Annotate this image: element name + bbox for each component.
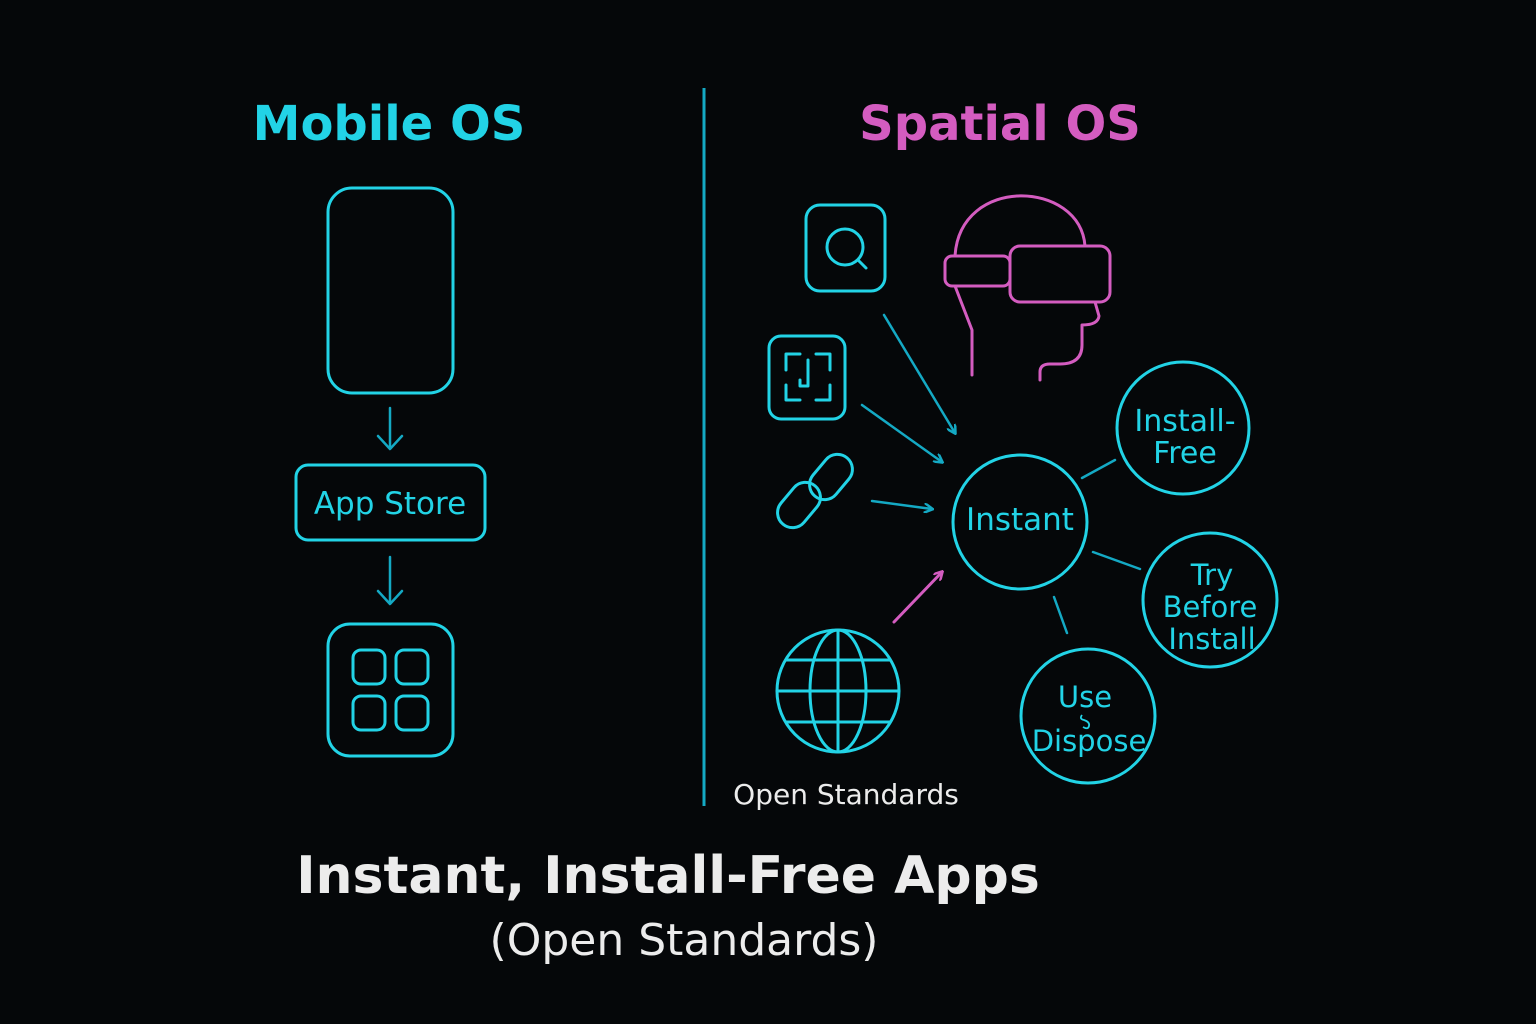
benefit-try-before-install: Try Before Install xyxy=(1141,531,1279,669)
arrow-scan-to-instant xyxy=(860,403,942,462)
arrow-search-to-instant xyxy=(882,313,955,433)
instant-label: Instant xyxy=(966,502,1074,538)
phone-icon xyxy=(326,186,455,395)
mobile-title: Mobile OS xyxy=(253,96,526,152)
squiggle-icon xyxy=(1079,714,1091,730)
scan-icon xyxy=(767,334,847,421)
link-icon xyxy=(776,452,854,530)
search-icon xyxy=(804,203,887,293)
globe-icon xyxy=(775,628,901,754)
vr-headset-icon xyxy=(943,194,1112,382)
benefit-line: Install- xyxy=(1134,404,1235,439)
benefit-line: Dispose xyxy=(1032,724,1147,758)
app-grid-icon xyxy=(326,622,455,758)
app-store-button[interactable]: App Store xyxy=(294,463,487,542)
benefit-line: Install xyxy=(1168,622,1255,656)
benefit-line: Free xyxy=(1153,436,1217,471)
benefit-use-dispose: Use Dispose xyxy=(1019,647,1157,785)
arrow-link-to-instant xyxy=(870,499,932,509)
benefit-line: Before xyxy=(1163,590,1258,624)
benefit-line: Try xyxy=(1190,558,1234,592)
instant-hub: Instant xyxy=(951,453,1089,591)
footer-title: Instant, Install-Free Apps xyxy=(296,846,1040,906)
open-standards-label: Open Standards xyxy=(733,778,959,811)
benefit-line: Use xyxy=(1058,680,1112,714)
arrow-globe-to-instant xyxy=(892,572,942,624)
benefit-install-free: Install- Free xyxy=(1115,360,1251,496)
spatial-title: Spatial OS xyxy=(859,96,1141,152)
footer-subtitle: (Open Standards) xyxy=(490,915,879,966)
connector xyxy=(1080,458,1117,480)
arrow-down-icon xyxy=(376,406,404,451)
app-store-label: App Store xyxy=(314,486,466,522)
connector xyxy=(1091,550,1142,571)
arrow-down-icon xyxy=(376,555,404,606)
connector xyxy=(1052,595,1069,635)
